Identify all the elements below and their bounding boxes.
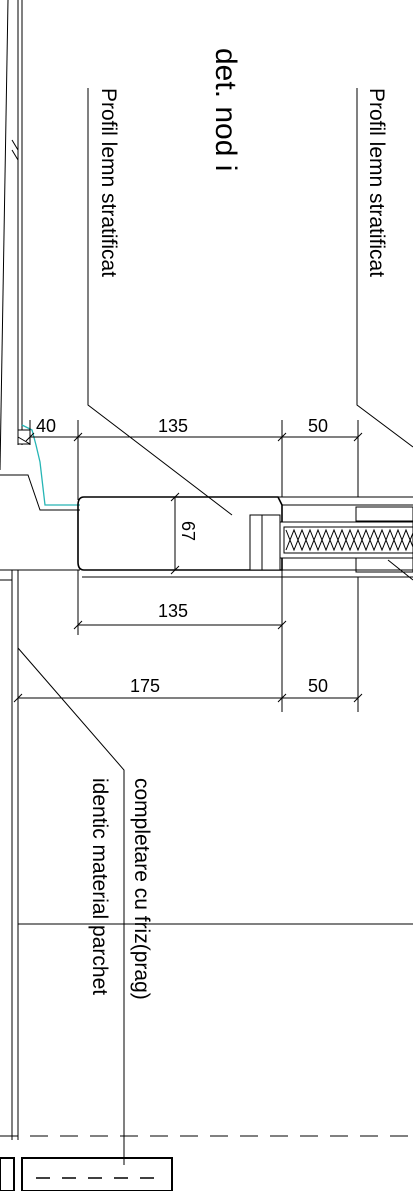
profile-label-right: Profil lemn stratificat xyxy=(365,88,388,277)
bottom-boxes xyxy=(0,1157,173,1191)
dimension-lines xyxy=(13,420,363,712)
dimension-67: 67 xyxy=(178,521,198,541)
leader-lines xyxy=(17,88,413,1165)
wall-section xyxy=(0,0,31,471)
note-line-2: identic material parchet xyxy=(88,778,111,995)
profile-label-top: Profil lemn stratificat xyxy=(97,88,120,277)
dimension-40: 40 xyxy=(36,416,56,436)
sill-profile xyxy=(0,474,80,511)
detail-title: det. nod i xyxy=(209,48,242,171)
note-line-1: completare cu friz(prag) xyxy=(130,778,153,1000)
dimension-50-top: 50 xyxy=(308,416,328,436)
dimension-135-top: 135 xyxy=(158,416,188,436)
glazing-panel xyxy=(249,506,413,573)
dimension-175: 175 xyxy=(130,676,160,696)
dimension-50-bottom: 50 xyxy=(308,676,328,696)
dimension-135-bottom: 135 xyxy=(158,601,188,621)
